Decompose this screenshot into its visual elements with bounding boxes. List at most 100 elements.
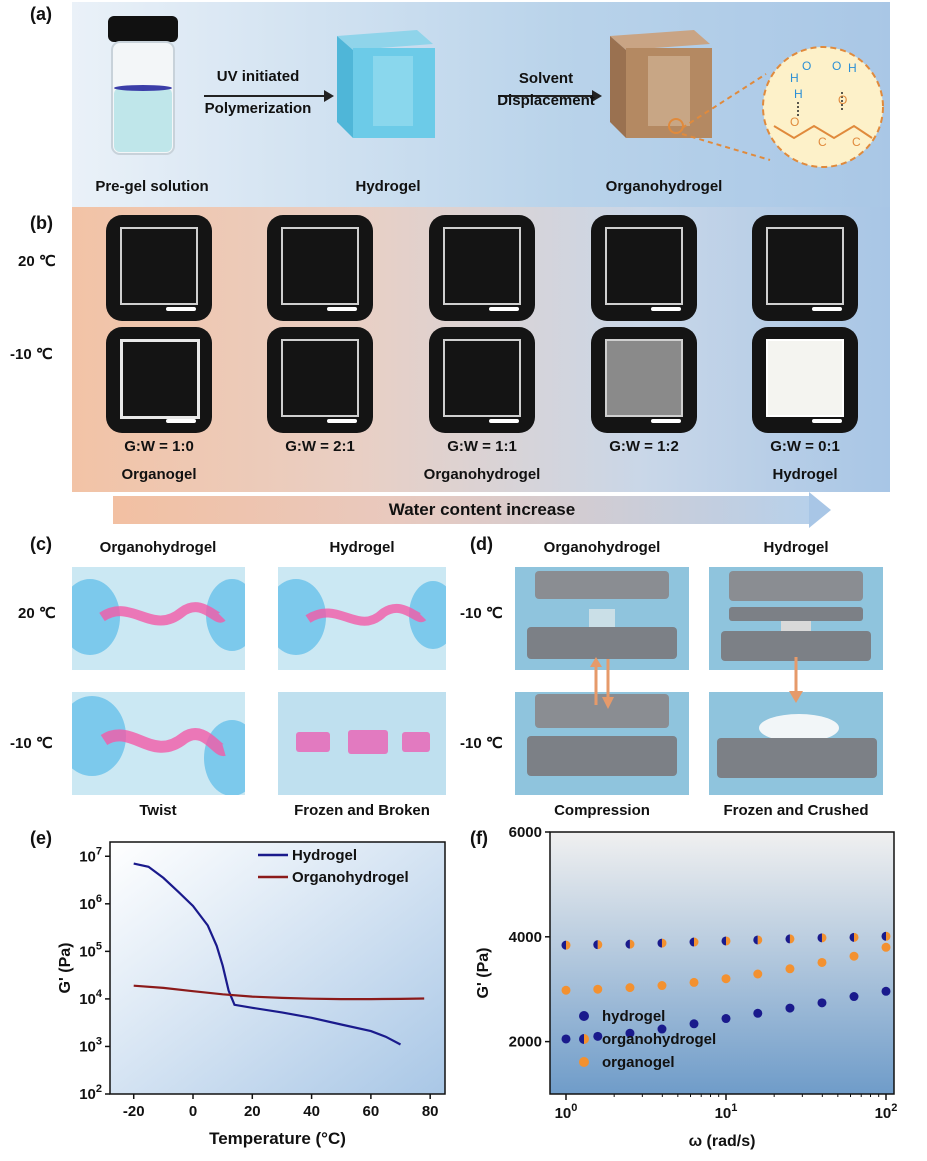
molecule-c2: C	[852, 135, 861, 149]
point-half-left	[625, 939, 630, 949]
d-organohydrogel-top-photo	[515, 567, 689, 670]
panel-label-c: (c)	[30, 534, 52, 554]
point-half-left	[753, 935, 758, 945]
point-organogel	[721, 974, 731, 984]
scale-bar	[166, 307, 196, 311]
c-row1-temp: 20 ℃	[18, 605, 56, 622]
b-ratio-1: G:W = 1:0	[124, 438, 194, 455]
point-half-left	[721, 936, 726, 946]
legend-label-organohydrogel: Organohydrogel	[292, 869, 409, 886]
point-hydrogel	[561, 1034, 571, 1044]
scale-bar	[489, 419, 519, 423]
x-tick-label-1: 101	[715, 1102, 738, 1122]
molecule-o2: O	[838, 93, 847, 107]
arrow2-head	[592, 90, 602, 102]
d-caption-frozen-crushed: Frozen and Crushed	[723, 802, 869, 819]
d-row2-temp: -10 ℃	[460, 735, 503, 752]
point-organohydrogel	[881, 931, 891, 941]
point-half-right	[821, 933, 827, 943]
c-hydrogel-20c-photo	[278, 567, 446, 670]
arrow2-label-bottom: Displacement	[497, 92, 595, 109]
b-type-organohydrogel: Organohydrogel	[423, 466, 541, 483]
chart-e-xlabel: Temperature (°C)	[209, 1129, 346, 1148]
arrow1-line	[204, 95, 326, 97]
chart-f-xlabel: ω (rad/s)	[689, 1133, 756, 1150]
c-col1-label: Organohydrogel	[99, 539, 217, 556]
y-tick-label-4: 106	[79, 893, 102, 913]
legend-marker-hydrogel	[579, 1011, 589, 1021]
panel-label-a: (a)	[30, 4, 52, 24]
series-line-hydrogel	[133, 862, 402, 1046]
c-hydrogel-minus10c-photo	[278, 692, 446, 795]
b-ratio-2: G:W = 2:1	[285, 438, 355, 455]
b-row2-temp: -10 ℃	[10, 346, 53, 363]
y-tick-label-2: 104	[79, 988, 103, 1008]
d-col2-label: Hydrogel	[763, 539, 829, 556]
arrow1-head	[324, 90, 334, 102]
y-tick-label-1: 103	[79, 1035, 102, 1055]
scale-bar	[327, 307, 357, 311]
point-half-left	[657, 938, 662, 948]
point-organohydrogel	[849, 932, 859, 942]
b-row1-temp: 20 ℃	[18, 253, 56, 270]
c-organohydrogel-minus10c-photo	[72, 692, 245, 795]
point-hydrogel	[817, 998, 827, 1008]
d-row1-temp: -10 ℃	[460, 605, 503, 622]
b-sample-tile-r1-c2	[267, 215, 373, 321]
scale-bar	[327, 419, 357, 423]
water-content-label: Water content increase	[388, 500, 576, 519]
molecule-o1: O	[790, 115, 799, 129]
d-hydrogel-bottom-photo	[709, 692, 883, 795]
crush-arrow	[789, 657, 803, 703]
c-col2-label: Hydrogel	[329, 539, 395, 556]
chart-f-ylabel: G' (Pa)	[475, 948, 492, 999]
x-tick-label-2: 20	[244, 1103, 261, 1120]
panel-label-e: (e)	[30, 828, 52, 848]
x-tick-label-3: 40	[303, 1103, 320, 1120]
gel-square	[281, 339, 359, 417]
point-hydrogel	[721, 1014, 731, 1024]
scale-bar	[166, 419, 196, 423]
chart-e-plot-area	[109, 841, 446, 1095]
point-organohydrogel	[785, 934, 795, 944]
legend-label-hydrogel: Hydrogel	[292, 847, 357, 864]
molecule-o4: O	[832, 59, 841, 73]
point-half-right	[789, 934, 795, 944]
y-tick-label-1: 4000	[509, 929, 542, 946]
b-sample-tile-r2-c1	[106, 327, 212, 433]
y-tick-label-0: 102	[79, 1083, 102, 1103]
y-tick-label-3: 105	[79, 940, 102, 960]
molecule-zoom-circle: O O H O H O H C C	[762, 46, 884, 168]
b-sample-tile-r1-c1	[106, 215, 212, 321]
gel-square	[443, 227, 521, 305]
y-tick-label-0: 2000	[509, 1034, 542, 1051]
gel-square	[120, 227, 198, 305]
gel-square	[766, 227, 844, 305]
d-caption-compression: Compression	[554, 802, 650, 819]
b-ratio-3: G:W = 1:1	[447, 438, 517, 455]
point-organogel	[753, 969, 763, 979]
d-organohydrogel-bottom-photo	[515, 692, 689, 795]
point-hydrogel	[657, 1024, 667, 1034]
point-half-left	[817, 933, 822, 943]
scale-bar	[651, 419, 681, 423]
c-caption-twist: Twist	[139, 802, 177, 819]
panel-label-d: (d)	[470, 534, 493, 554]
point-organogel	[657, 981, 667, 991]
c-caption-frozen-broken: Frozen and Broken	[294, 802, 430, 819]
legend-marker-organogel	[579, 1057, 589, 1067]
x-tick-label-0: 100	[555, 1102, 578, 1122]
point-organohydrogel	[689, 937, 699, 947]
panel-label-f: (f)	[470, 828, 488, 848]
point-half-left	[593, 940, 598, 950]
point-half-left	[785, 934, 790, 944]
y-tick-label-5: 107	[79, 845, 102, 865]
legend-label-organohydrogel: organohydrogel	[602, 1031, 716, 1048]
scale-bar	[812, 307, 842, 311]
b-sample-tile-r2-c2	[267, 327, 373, 433]
point-half-left	[849, 932, 855, 942]
point-organohydrogel	[593, 940, 603, 950]
b-sample-tile-r2-c4	[591, 327, 697, 433]
water-content-arrow	[113, 496, 809, 524]
